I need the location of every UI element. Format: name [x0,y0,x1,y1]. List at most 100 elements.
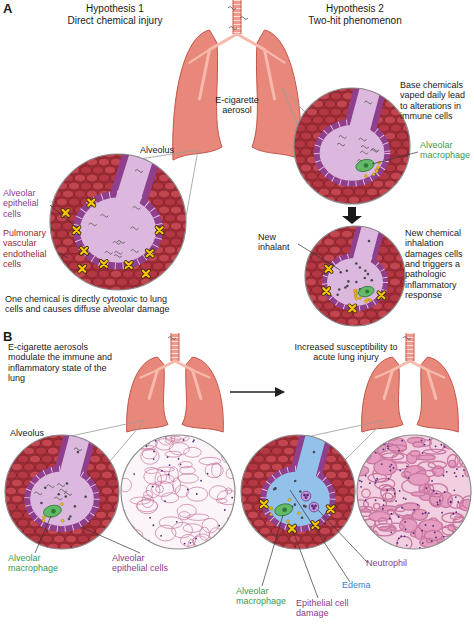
damage-mark-outline [147,250,153,256]
endothelial-cell [59,543,70,551]
endothelial-cell [50,158,61,166]
aerosol-squiggle [229,27,237,30]
alveolar-septum [360,448,372,461]
endothelial-cell [95,479,106,487]
macrophage [357,285,375,299]
endothelial-cell [170,238,181,246]
cell-nucleus [461,443,463,445]
endothelial-cell [53,551,64,559]
endothelial-cell [319,527,330,535]
alveolar-septum [364,526,373,540]
endothelial-cell [312,116,323,124]
endothelial-cell [383,222,394,230]
endothelial-cell [44,262,55,270]
endothelial-cell [23,463,34,471]
aerosol-squiggle [240,17,248,20]
alveolar-septum [157,475,174,484]
macrophage [273,502,294,518]
endothelial-cell [176,278,187,286]
endothelial-cell [17,455,28,463]
bronchus [175,361,201,399]
alveolar-septum [142,495,153,508]
aerosol-squiggle [47,485,55,488]
cell-nucleus [200,480,202,482]
cell-nucleus [152,524,154,526]
endothelial-cell [294,92,305,100]
aerosol-squiggle [34,492,42,495]
endothelial-cell [104,166,115,174]
cytokine-dot [270,513,273,516]
endothelial-cell [253,455,264,463]
callout-label: Alveolar macrophage [8,553,64,574]
endothelial-cell [305,310,316,318]
endothelial-cell [113,455,124,463]
alveolar-septum [412,509,428,520]
endothelial-cell [95,431,106,439]
endothelial-cell [317,246,328,254]
inhalant-particle [375,225,378,228]
leader-line [35,516,51,553]
damage-mark-outline [74,227,80,233]
leader-line [50,205,77,228]
cell-nucleus [184,543,186,545]
cell-nucleus [435,445,437,447]
endothelial-cell [408,180,419,188]
airway-space [304,418,321,482]
endothelial-cell [17,471,28,479]
endothelial-cell [395,286,406,294]
bronchus [237,34,275,99]
neutrophil-nucleus [305,496,308,499]
endothelial-cell [41,439,52,447]
cell-nucleus [408,477,410,479]
endothelial-cell [41,535,52,543]
endothelial-cell [95,511,106,519]
alveolar-septum [124,525,134,535]
cell-nucleus [386,489,388,491]
endothelial-cell [182,270,193,278]
endothelial-cell [80,182,91,190]
damage-mark [79,266,85,272]
endothelial-cell [277,455,288,463]
endothelial-cell [235,527,246,535]
cell-nucleus [406,465,408,467]
endothelial-cell [104,278,115,286]
endothelial-cell [259,527,270,535]
cytokine-dot [355,297,358,300]
endothelial-cell [294,140,305,148]
damage-mark-outline [378,292,384,298]
endothelial-cell [343,431,354,439]
alveolar-septum [141,448,159,464]
damage-mark [74,227,80,233]
alveolar-septum [426,538,433,542]
alveolar-septum [165,451,182,457]
bronchus [149,361,175,399]
damage-mark [147,250,153,256]
alveolar-septum [379,485,392,491]
endothelial-cell [355,543,366,551]
alveolus-zoom [0,418,131,559]
cytokine-dot [270,507,273,510]
endothelial-cell [306,172,317,180]
endothelial-cell [299,222,310,230]
endothelial-cell [349,519,360,527]
aerosol-squiggle [64,492,72,495]
aerosol-squiggle [337,143,345,146]
inhalant-particle [339,271,342,274]
cell-nucleus [167,456,169,458]
alveolar-septum [218,528,227,541]
damage-mark-outline [323,288,329,294]
cell-nucleus [429,438,431,440]
cell-nucleus [459,448,461,450]
endothelial-cell [354,188,365,196]
cell-nucleus [361,481,363,483]
alveolar-septum [442,513,464,523]
endothelial-cell [347,318,358,326]
endothelial-cell [56,230,67,238]
endothelial-cell [0,431,11,439]
endothelial-cell [353,326,364,334]
endothelial-cell [402,140,413,148]
endothelial-cell [62,238,73,246]
alveolar-septum [381,486,396,500]
endothelial-cell [241,487,252,495]
endothelial-cell [390,92,401,100]
